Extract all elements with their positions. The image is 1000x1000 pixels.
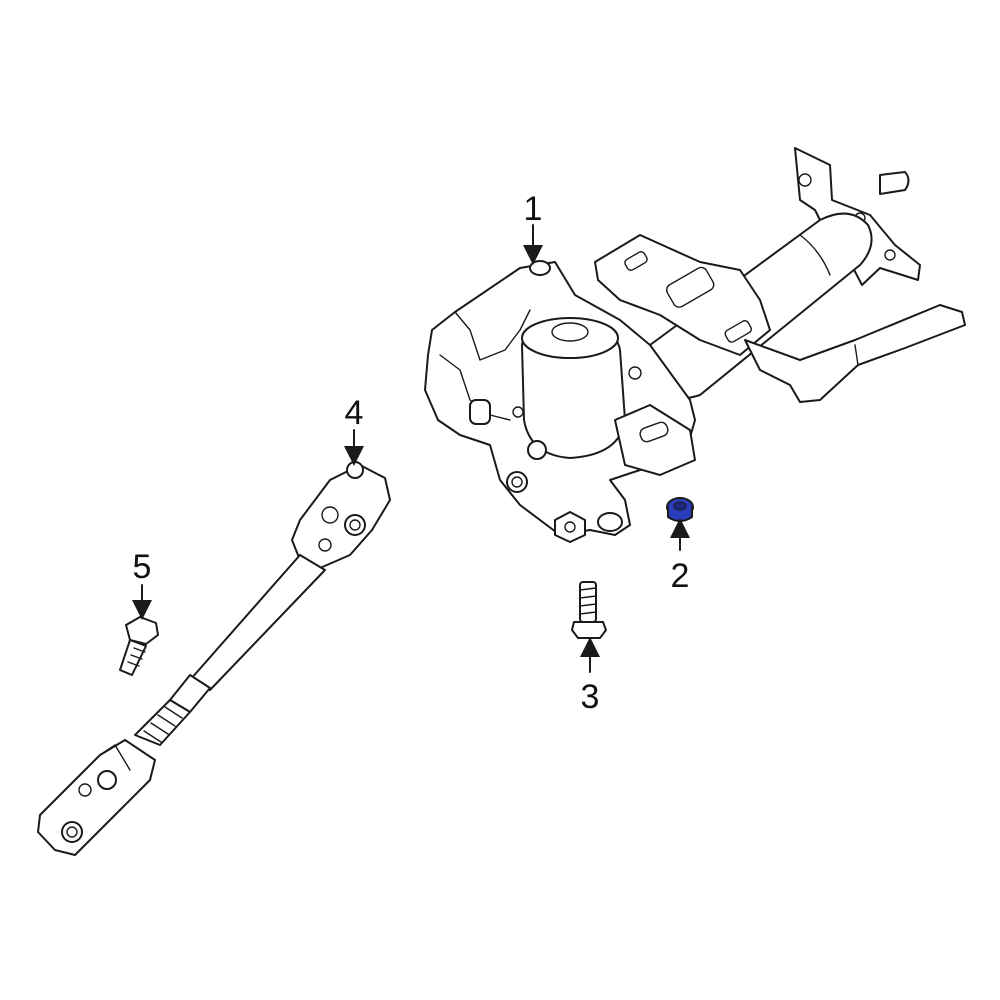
callout-3: 3 [581,678,600,716]
flange-nut[interactable] [666,497,694,522]
callout-5: 5 [133,548,152,586]
callout-1: 1 [524,190,543,228]
callout-2: 2 [671,557,690,595]
steering-column-assembly[interactable] [424,147,966,543]
bolt-5[interactable] [119,616,159,676]
intermediate-shaft[interactable] [37,461,391,856]
bolt-3[interactable] [571,581,607,639]
callout-4: 4 [345,394,364,432]
